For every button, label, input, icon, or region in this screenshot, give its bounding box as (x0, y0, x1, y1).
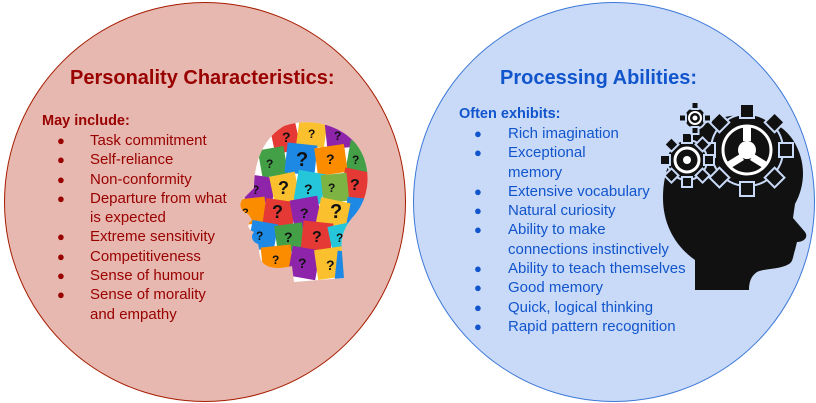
svg-text:?: ? (326, 257, 335, 273)
svg-text:?: ? (300, 205, 309, 221)
bullet-icon: ● (474, 145, 482, 161)
bullet-icon: ● (474, 203, 482, 219)
bullet-icon: ● (57, 287, 65, 303)
list-item-text: Departure from what (90, 189, 227, 207)
list-item-text: Rich imagination (508, 125, 619, 142)
svg-text:?: ? (298, 255, 307, 271)
processing-item: ● Ability to teach themselves (474, 259, 708, 278)
svg-text:?: ? (304, 181, 313, 197)
bullet-icon: ● (474, 299, 482, 315)
list-item-text: memory (508, 163, 563, 181)
personality-title: Personality Characteristics: (70, 67, 335, 89)
gears-head-icon (659, 101, 807, 290)
svg-text:?: ? (272, 253, 279, 267)
bullet-icon: ● (474, 222, 482, 238)
svg-text:?: ? (328, 181, 335, 195)
personality-list: ● Task commitment ● Self-reliance ● Non-confo… (57, 131, 250, 324)
personality-item: ● Sense of humour (57, 266, 250, 285)
bullet-icon: ● (57, 171, 65, 187)
svg-text:?: ? (284, 229, 293, 245)
list-item-text: Extreme sensitivity (90, 228, 216, 246)
processing-subtitle: Often exhibits: (459, 106, 561, 122)
svg-text:?: ? (312, 229, 322, 246)
processing-item: ● Rapid pattern recognition (474, 317, 708, 336)
bullet-icon: ● (57, 268, 65, 284)
bullet-icon: ● (474, 126, 482, 141)
personality-item: ● Non-conformity (57, 170, 250, 189)
list-item-text: Non-conformity (90, 170, 192, 188)
bullet-icon: ● (57, 229, 65, 245)
processing-title: Processing Abilities: (500, 67, 698, 89)
svg-text:?: ? (256, 229, 263, 243)
list-item-text: Ability to make (508, 221, 606, 239)
personality-subtitle: May include: (42, 113, 130, 129)
list-item-text: and empathy (90, 305, 177, 323)
personality-item: ● Departure from what is expected (57, 189, 250, 228)
list-item-text: Competitiveness (90, 247, 201, 265)
bullet-icon: ● (474, 183, 482, 199)
bullet-icon: ● (474, 318, 482, 334)
svg-text:?: ? (352, 153, 359, 167)
list-item-text: Extensive vocabulary (508, 182, 650, 200)
processing-item: ● Quick, logical thinking (474, 298, 708, 317)
list-item-text: is expected (90, 209, 166, 227)
svg-text:?: ? (296, 149, 308, 171)
svg-text:?: ? (282, 129, 291, 145)
processing-item: ● Extensive vocabulary (474, 182, 708, 201)
bullet-icon: ● (57, 133, 65, 148)
list-item-text: Exceptional (508, 144, 586, 162)
svg-text:?: ? (252, 183, 259, 197)
colorful-question-mark-head-icon: ? ? ? ? ? ? ? ? ? ? ? ? ? ? ? ? ? ? ? ? … (240, 122, 368, 283)
list-item-text: Good memory (508, 279, 604, 297)
processing-item: ● Rich imagination (474, 124, 708, 143)
svg-text:?: ? (278, 178, 289, 198)
list-item-text: Self-reliance (90, 151, 174, 169)
svg-text:?: ? (242, 207, 249, 219)
bullet-icon: ● (474, 280, 482, 296)
list-item-text: Task commitment (90, 132, 207, 149)
list-item-text: Sense of humour (90, 267, 205, 285)
list-item-text: Ability to teach themselves (508, 260, 686, 278)
personality-item: ● Competitiveness (57, 247, 250, 266)
bullet-icon: ● (57, 190, 65, 206)
bullet-icon: ● (474, 261, 482, 277)
personality-item: ● Extreme sensitivity (57, 227, 250, 246)
personality-item: ● Task commitment (57, 131, 250, 150)
list-item-text: Quick, logical thinking (508, 298, 654, 316)
bullet-icon: ● (57, 152, 65, 168)
list-item-text: Rapid pattern recognition (508, 317, 676, 335)
svg-text:?: ? (336, 231, 343, 245)
svg-text:?: ? (326, 151, 335, 167)
svg-text:?: ? (330, 201, 342, 223)
svg-text:?: ? (350, 177, 360, 194)
svg-text:?: ? (272, 202, 283, 222)
list-item-text: Sense of morality (90, 286, 206, 304)
svg-text:?: ? (266, 157, 273, 171)
bullet-icon: ● (57, 248, 65, 264)
svg-text:?: ? (308, 127, 315, 141)
personality-item: ● Self-reliance (57, 150, 250, 169)
processing-item: ● Natural curiosity (474, 201, 708, 220)
processing-item: ● Good memory (474, 278, 708, 297)
list-item-text: Natural curiosity (508, 202, 616, 220)
svg-text:?: ? (334, 129, 341, 143)
list-item-text: connections instinctively (508, 240, 669, 258)
